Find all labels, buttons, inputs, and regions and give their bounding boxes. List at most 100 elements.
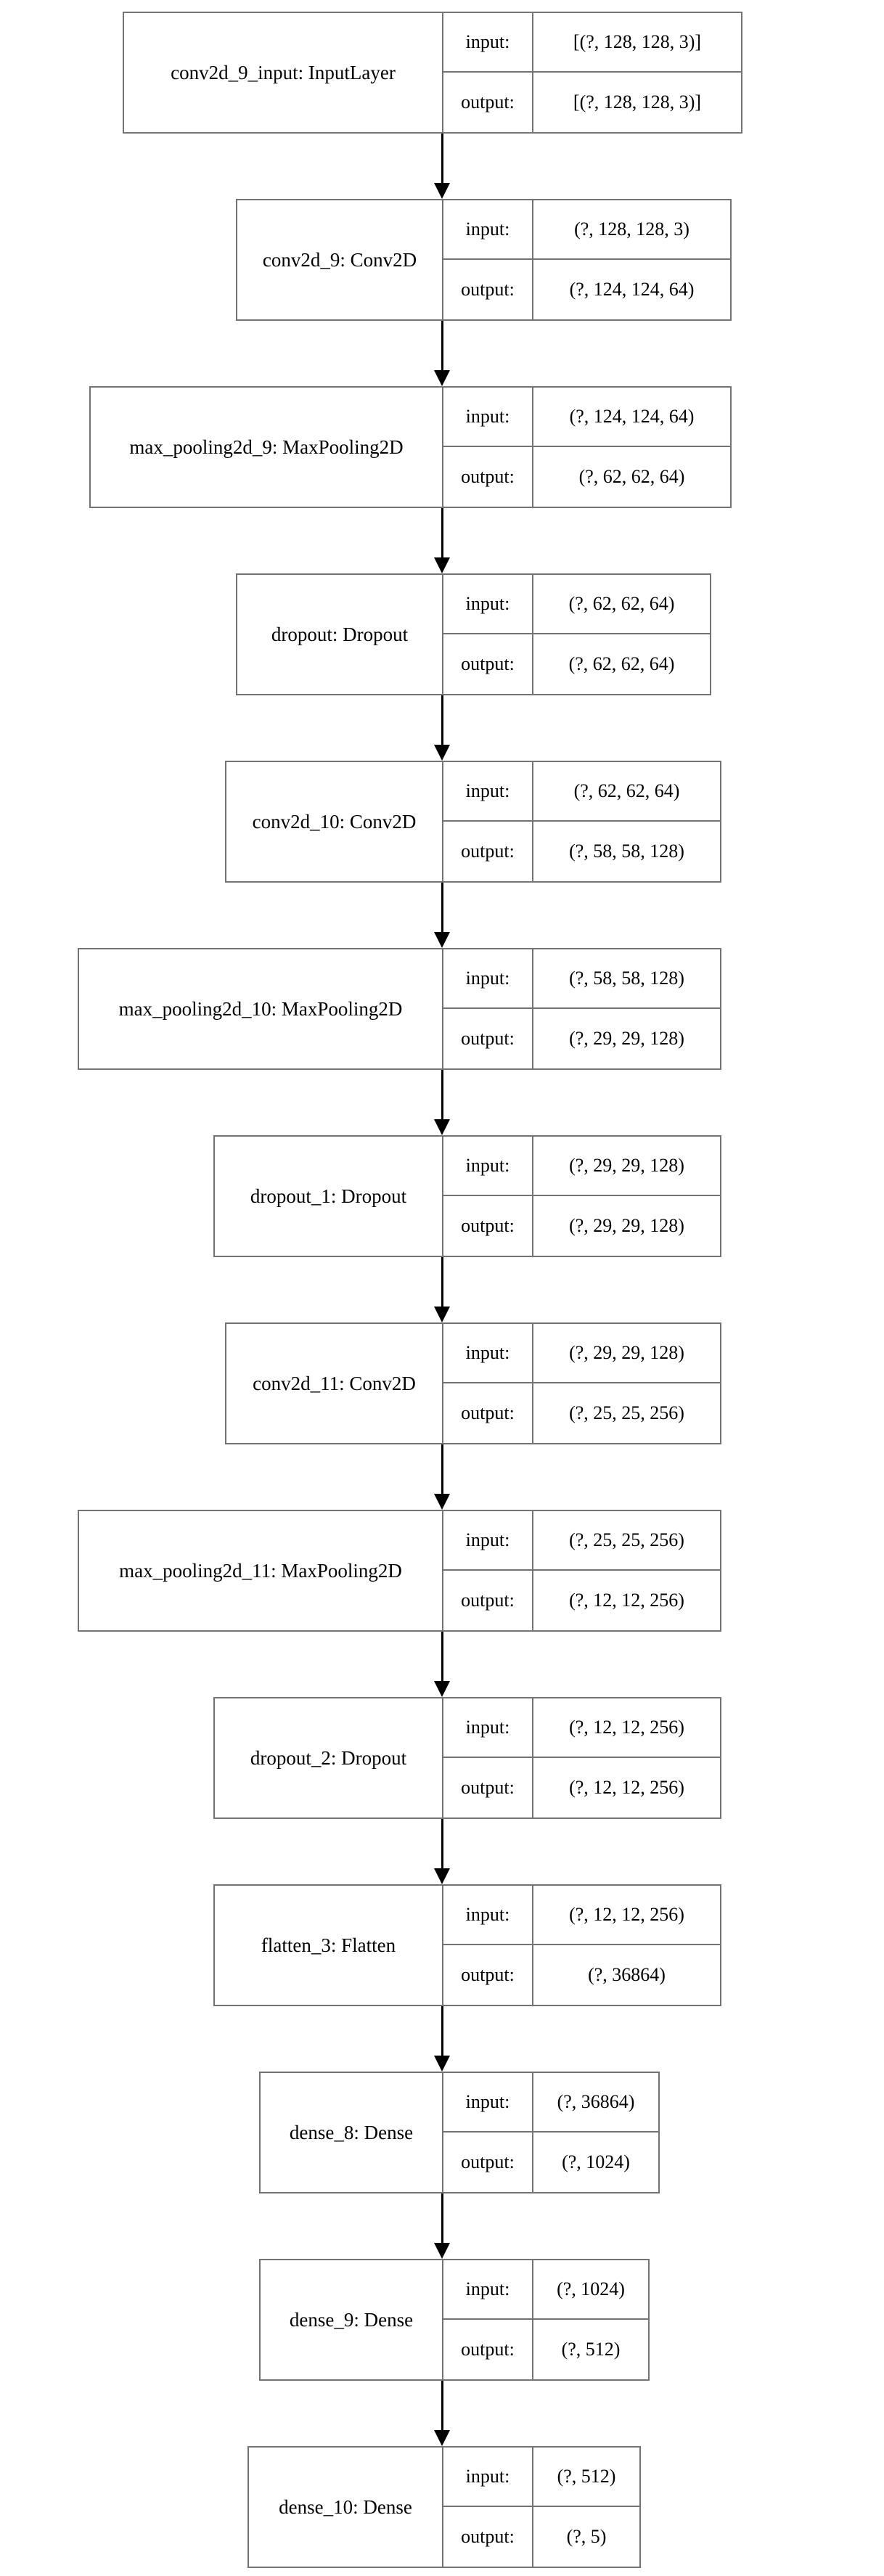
layer-input-row: input: (?, 62, 62, 64): [443, 762, 720, 822]
layer-output-label: output:: [443, 1758, 533, 1817]
layer-input-label: input:: [443, 2448, 533, 2506]
layer-output-label: output:: [443, 447, 533, 507]
edge-arrowhead-icon-conv2d_9: [434, 183, 450, 199]
layer-output-shape: (?, 1024): [562, 2151, 630, 2172]
layer-input-shape: (?, 25, 25, 256): [569, 1529, 684, 1550]
layer-output-shape: (?, 12, 12, 256): [569, 1590, 684, 1611]
layer-name-conv2d_9: conv2d_9: Conv2D: [237, 200, 443, 319]
layer-io-block: input: (?, 25, 25, 256) output: (?, 12, 12,…: [443, 1511, 720, 1630]
layer-input-shape: (?, 62, 62, 64): [573, 780, 680, 801]
edge-line-flatten_3-to-dense_8: [441, 2006, 443, 2056]
layer-output-shape: (?, 62, 62, 64): [568, 653, 675, 674]
edge-line-dense_9-to-dense_10: [441, 2381, 443, 2430]
layer-output-shape: (?, 512): [561, 2339, 621, 2360]
layer-input-shape: (?, 124, 124, 64): [569, 406, 695, 427]
layer-io-block: input:(?, 29, 29, 128)output:(?, 25, 25,…: [443, 1324, 720, 1443]
layer-output-row: output:(?, 25, 25, 256): [443, 1383, 720, 1443]
layer-input-label: input:: [443, 762, 533, 820]
layer-io-block: input: (?, 62, 62, 64) output: (?, 62, 62, …: [443, 575, 710, 694]
layer-output-row: output:(?, 5): [443, 2507, 639, 2567]
layer-output-shape: (?, 36864): [588, 1964, 666, 1985]
edge-line-dropout_2-to-flatten_3: [441, 1819, 443, 1868]
layer-name-dense_10: dense_10: Dense: [249, 2448, 443, 2567]
layer-input-shape: [(?, 128, 128, 3)]: [573, 31, 702, 52]
layer-output-label: output:: [443, 2320, 533, 2379]
layer-output-row: output:(?, 1024): [443, 2133, 658, 2192]
layer-output-shape: (?, 12, 12, 256): [569, 1777, 684, 1798]
layer-name-flatten_3: flatten_3: Flatten: [215, 1886, 443, 2005]
layer-input-label: input:: [443, 1137, 533, 1195]
edge-line-dense_8-to-dense_9: [441, 2193, 443, 2243]
edge-arrowhead-icon-conv2d_10: [434, 745, 450, 761]
layer-name-conv2d_9_input: conv2d_9_input: InputLayer: [124, 13, 443, 132]
edge-arrowhead-icon-max_pooling2d_9: [434, 370, 450, 386]
layer-output-row: output: (?, 36864): [443, 1945, 720, 2005]
layer-input-label: input:: [443, 2260, 533, 2318]
layer-io-block: input:[(?, 128, 128, 3)]output:[(?, 128,…: [443, 13, 741, 132]
edge-line-max_pooling2d_10-to-dropout_1: [441, 1070, 443, 1119]
layer-input-shape: (?, 62, 62, 64): [568, 593, 675, 614]
layer-input-shape: (?, 29, 29, 128): [569, 1155, 684, 1176]
layer-input-row: input:(?, 1024): [443, 2260, 648, 2320]
layer-output-label: output:: [443, 1196, 533, 1256]
layer-input-label: input:: [443, 575, 533, 633]
layer-output-shape: (?, 29, 29, 128): [569, 1028, 684, 1049]
layer-output-shape: (?, 5): [566, 2526, 607, 2547]
layer-input-label: input:: [443, 2073, 533, 2131]
layer-output-label: output:: [443, 1383, 533, 1443]
layer-input-label: input:: [443, 200, 533, 258]
layer-output-row: output: (?, 12, 12, 256): [443, 1571, 720, 1630]
edge-line-conv2d_9-to-max_pooling2d_9: [441, 321, 443, 370]
layer-output-row: output: (?, 62, 62, 64): [443, 634, 710, 694]
layer-output-row: output:(?, 58, 58, 128): [443, 822, 720, 881]
edge-line-dropout-to-conv2d_10: [441, 695, 443, 745]
layer-output-row: output: (?, 62, 62, 64): [443, 447, 730, 507]
edge-arrowhead-icon-dense_10: [434, 2430, 450, 2446]
edge-arrowhead-icon-max_pooling2d_11: [434, 1494, 450, 1510]
layer-input-label: input:: [443, 1511, 533, 1569]
layer-input-shape: (?, 512): [557, 2466, 616, 2487]
edge-line-conv2d_11-to-max_pooling2d_11: [441, 1444, 443, 1494]
layer-input-row: input: (?, 62, 62, 64): [443, 575, 710, 634]
layer-input-row: input: (?, 25, 25, 256): [443, 1511, 720, 1571]
layer-name-dropout_2: dropout_2: Dropout: [215, 1698, 443, 1817]
layer-output-row: output: (?, 12, 12, 256): [443, 1758, 720, 1817]
layer-io-block: input: (?, 512) output:(?, 5): [443, 2448, 639, 2567]
edge-arrowhead-icon-dense_9: [434, 2243, 450, 2259]
layer-name-dense_8: dense_8: Dense: [261, 2073, 443, 2192]
layer-output-label: output:: [443, 1945, 533, 2005]
layer-input-shape: (?, 58, 58, 128): [569, 968, 684, 989]
layer-io-block: input: (?, 29, 29, 128) output:(?, 29, 29,…: [443, 1137, 720, 1256]
layer-name-max_pooling2d_11: max_pooling2d_11: MaxPooling2D: [79, 1511, 443, 1630]
layer-output-shape: (?, 62, 62, 64): [578, 466, 685, 487]
layer-input-label: input:: [443, 1886, 533, 1944]
layer-io-block: input: (?, 58, 58, 128) output:(?, 29, 29,…: [443, 949, 720, 1068]
layer-output-row: output:(?, 29, 29, 128): [443, 1009, 720, 1068]
layer-output-row: output:(?, 29, 29, 128): [443, 1196, 720, 1256]
layer-output-label: output:: [443, 634, 533, 694]
layer-output-label: output:: [443, 1571, 533, 1630]
layer-input-shape: (?, 12, 12, 256): [569, 1904, 684, 1925]
layer-input-label: input:: [443, 949, 533, 1007]
layer-name-conv2d_10: conv2d_10: Conv2D: [226, 762, 443, 881]
